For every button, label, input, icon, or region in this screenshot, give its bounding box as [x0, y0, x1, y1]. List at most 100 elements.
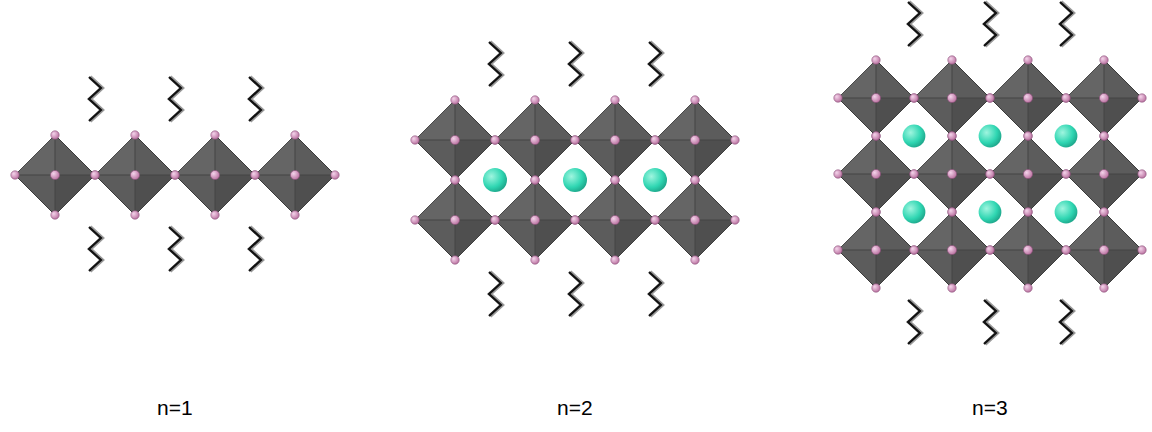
octahedron-edge [952, 250, 990, 251]
halide-atom [731, 216, 739, 224]
octahedron-edge [615, 140, 616, 180]
halide-atom [651, 216, 659, 224]
halide-atom [986, 170, 994, 178]
halide-atom [1023, 169, 1032, 178]
octahedron-edge [415, 220, 455, 221]
octahedron-edge [1104, 98, 1142, 99]
halide-atom [871, 93, 880, 102]
halide-atom [910, 170, 918, 178]
octahedron-edge [215, 135, 216, 175]
organic-chain [1060, 2, 1072, 46]
organic-chain [908, 300, 920, 344]
halide-atom [50, 170, 59, 179]
halide-atom [872, 208, 880, 216]
halide-atom [690, 135, 699, 144]
octahedron [914, 212, 990, 288]
halide-atom [491, 136, 499, 144]
halide-atom [986, 94, 994, 102]
octahedron [655, 180, 735, 260]
organic-chain [249, 77, 261, 121]
octahedron-edge [135, 175, 175, 176]
octahedron-edge [495, 140, 535, 141]
halide-atom [11, 171, 19, 179]
organic-chain [250, 227, 262, 271]
halide-atom [872, 56, 880, 64]
halide-atom [610, 215, 619, 224]
halide-atom [1024, 208, 1032, 216]
cation-sphere [563, 168, 587, 192]
halide-atom [1023, 245, 1032, 254]
halide-atom [51, 131, 59, 139]
halide-atom [530, 135, 539, 144]
octahedron-face [455, 220, 495, 260]
octahedron-edge [952, 98, 953, 136]
octahedron-face [914, 60, 952, 98]
octahedron [495, 100, 575, 180]
octahedron-edge [838, 250, 876, 251]
halide-atom [211, 211, 219, 219]
octahedron-face [255, 135, 295, 175]
octahedron-edge [914, 250, 952, 251]
halide-atom [1099, 93, 1108, 102]
octahedron-face [952, 250, 990, 288]
organic-chain [569, 272, 581, 316]
octahedron [415, 180, 495, 260]
halide-atom [451, 256, 459, 264]
octahedron-edge [655, 220, 695, 221]
halide-atom [491, 216, 499, 224]
halide-atom [948, 56, 956, 64]
halide-atom [1062, 94, 1070, 102]
halide-atom [1062, 170, 1070, 178]
octahedron-edge [952, 212, 953, 250]
octahedron-edge [1104, 98, 1105, 136]
organic-chain [169, 227, 181, 271]
octahedron-edge [615, 100, 616, 140]
octahedron [838, 136, 914, 212]
halide-atom [91, 171, 99, 179]
halide-atom [251, 171, 259, 179]
octahedron [914, 60, 990, 136]
layer-count-label: n=1 [157, 396, 193, 420]
octahedron-edge [952, 174, 953, 212]
organic-chain [1060, 300, 1072, 344]
organic-chain [649, 42, 661, 86]
octahedron-face [495, 100, 535, 140]
halide-atom [210, 170, 219, 179]
octahedron-edge [455, 100, 456, 140]
octahedron [175, 135, 255, 215]
octahedron-edge [876, 136, 877, 174]
cation-sphere [1055, 201, 1078, 224]
organic-chain [89, 77, 101, 121]
octahedron-edge [1104, 174, 1105, 212]
cation-sphere [1055, 125, 1078, 148]
octahedron-edge [990, 250, 1028, 251]
halide-atom [611, 96, 619, 104]
octahedron-edge [1028, 60, 1029, 98]
octahedron-face [838, 212, 876, 250]
halide-atom [450, 215, 459, 224]
halide-atom [986, 94, 994, 102]
octahedron [1066, 60, 1142, 136]
octahedron-face [1066, 60, 1104, 98]
octahedron-edge [876, 212, 877, 250]
octahedron-edge [876, 174, 914, 175]
halide-atom [571, 216, 579, 224]
octahedron-edge [1066, 250, 1104, 251]
octahedron-face [695, 220, 735, 260]
organic-chain [249, 227, 261, 271]
halide-atom [451, 176, 459, 184]
octahedron-face [838, 136, 876, 174]
octahedron-edge [1104, 250, 1105, 288]
organic-chain [649, 272, 661, 316]
organic-chain [489, 42, 501, 86]
organic-chain [1061, 2, 1073, 46]
octahedron-edge [695, 220, 696, 260]
layer-count-label: n=3 [972, 396, 1008, 420]
octahedron-edge [95, 175, 135, 176]
octahedron [655, 100, 735, 180]
halide-atom [571, 216, 579, 224]
octahedron-face [1104, 98, 1142, 136]
halide-atom [834, 170, 842, 178]
octahedron-edge [535, 220, 536, 260]
octahedron-edge [535, 100, 536, 140]
